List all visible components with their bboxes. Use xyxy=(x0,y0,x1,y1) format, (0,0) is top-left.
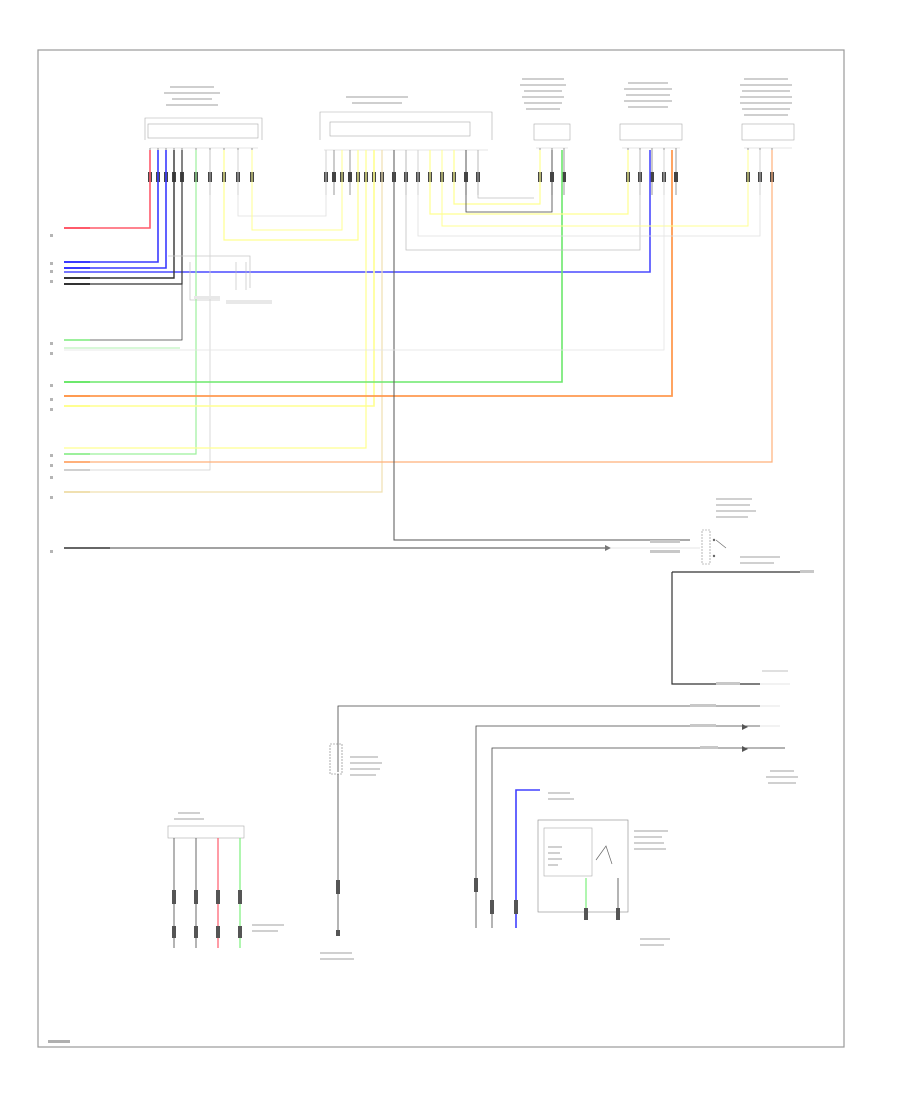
connector-2 xyxy=(319,111,493,151)
wire-gray-splice-2 xyxy=(189,262,220,301)
wire-gray-5 xyxy=(405,150,641,251)
wire-gray-4 xyxy=(237,150,327,217)
wire-tan xyxy=(64,150,383,493)
wire-yellow-5 xyxy=(429,150,629,215)
wire-blue-2 xyxy=(64,150,167,269)
connector-titles xyxy=(164,78,792,116)
connector-1 xyxy=(144,117,263,149)
lower-relay-lines xyxy=(337,704,798,928)
wire-orange-1 xyxy=(64,150,673,397)
left-wire-ends xyxy=(64,227,110,549)
wire-yellow-7 xyxy=(453,150,541,205)
wire-lightgreen-1 xyxy=(64,150,197,455)
connector-3 xyxy=(533,123,571,149)
wire-red xyxy=(64,150,151,229)
shift-lock-block xyxy=(474,789,670,946)
tcm-box xyxy=(671,570,814,685)
wire-black-2 xyxy=(64,150,183,285)
wire-yellow-3 xyxy=(64,150,375,407)
pin-stubs xyxy=(149,148,773,195)
wire-gray-3 xyxy=(64,150,211,471)
diagram-frame xyxy=(37,49,845,1048)
wire-gray-8 xyxy=(64,150,665,351)
wire-gray-splice xyxy=(168,255,251,288)
wire-green xyxy=(64,150,563,383)
wire-yellow-4 xyxy=(64,150,367,449)
wire-blue-3 xyxy=(64,150,651,273)
wire-yellow-2 xyxy=(251,150,343,231)
wire-black-4 xyxy=(465,150,553,213)
wire-blue-1 xyxy=(64,150,159,263)
left-pin-markers xyxy=(50,234,53,553)
wire-yellow-6 xyxy=(441,150,749,227)
connector-5 xyxy=(741,123,795,149)
connector-4 xyxy=(619,123,683,149)
sensor-middle xyxy=(320,743,382,960)
wire-gray-6 xyxy=(417,150,761,237)
footer-code-mark xyxy=(48,1040,70,1043)
tgs-switch-block xyxy=(110,498,780,565)
splice-box xyxy=(194,262,272,304)
lower-left-connector xyxy=(167,812,284,948)
wire-gray-7 xyxy=(477,150,534,199)
wire-black-1 xyxy=(64,150,175,279)
pin-terminals xyxy=(148,172,774,182)
wire-black-3 xyxy=(64,284,183,341)
wire-orange-2 xyxy=(64,150,773,463)
wire-black-relay xyxy=(393,150,690,541)
wire-yellow-1 xyxy=(223,150,359,241)
